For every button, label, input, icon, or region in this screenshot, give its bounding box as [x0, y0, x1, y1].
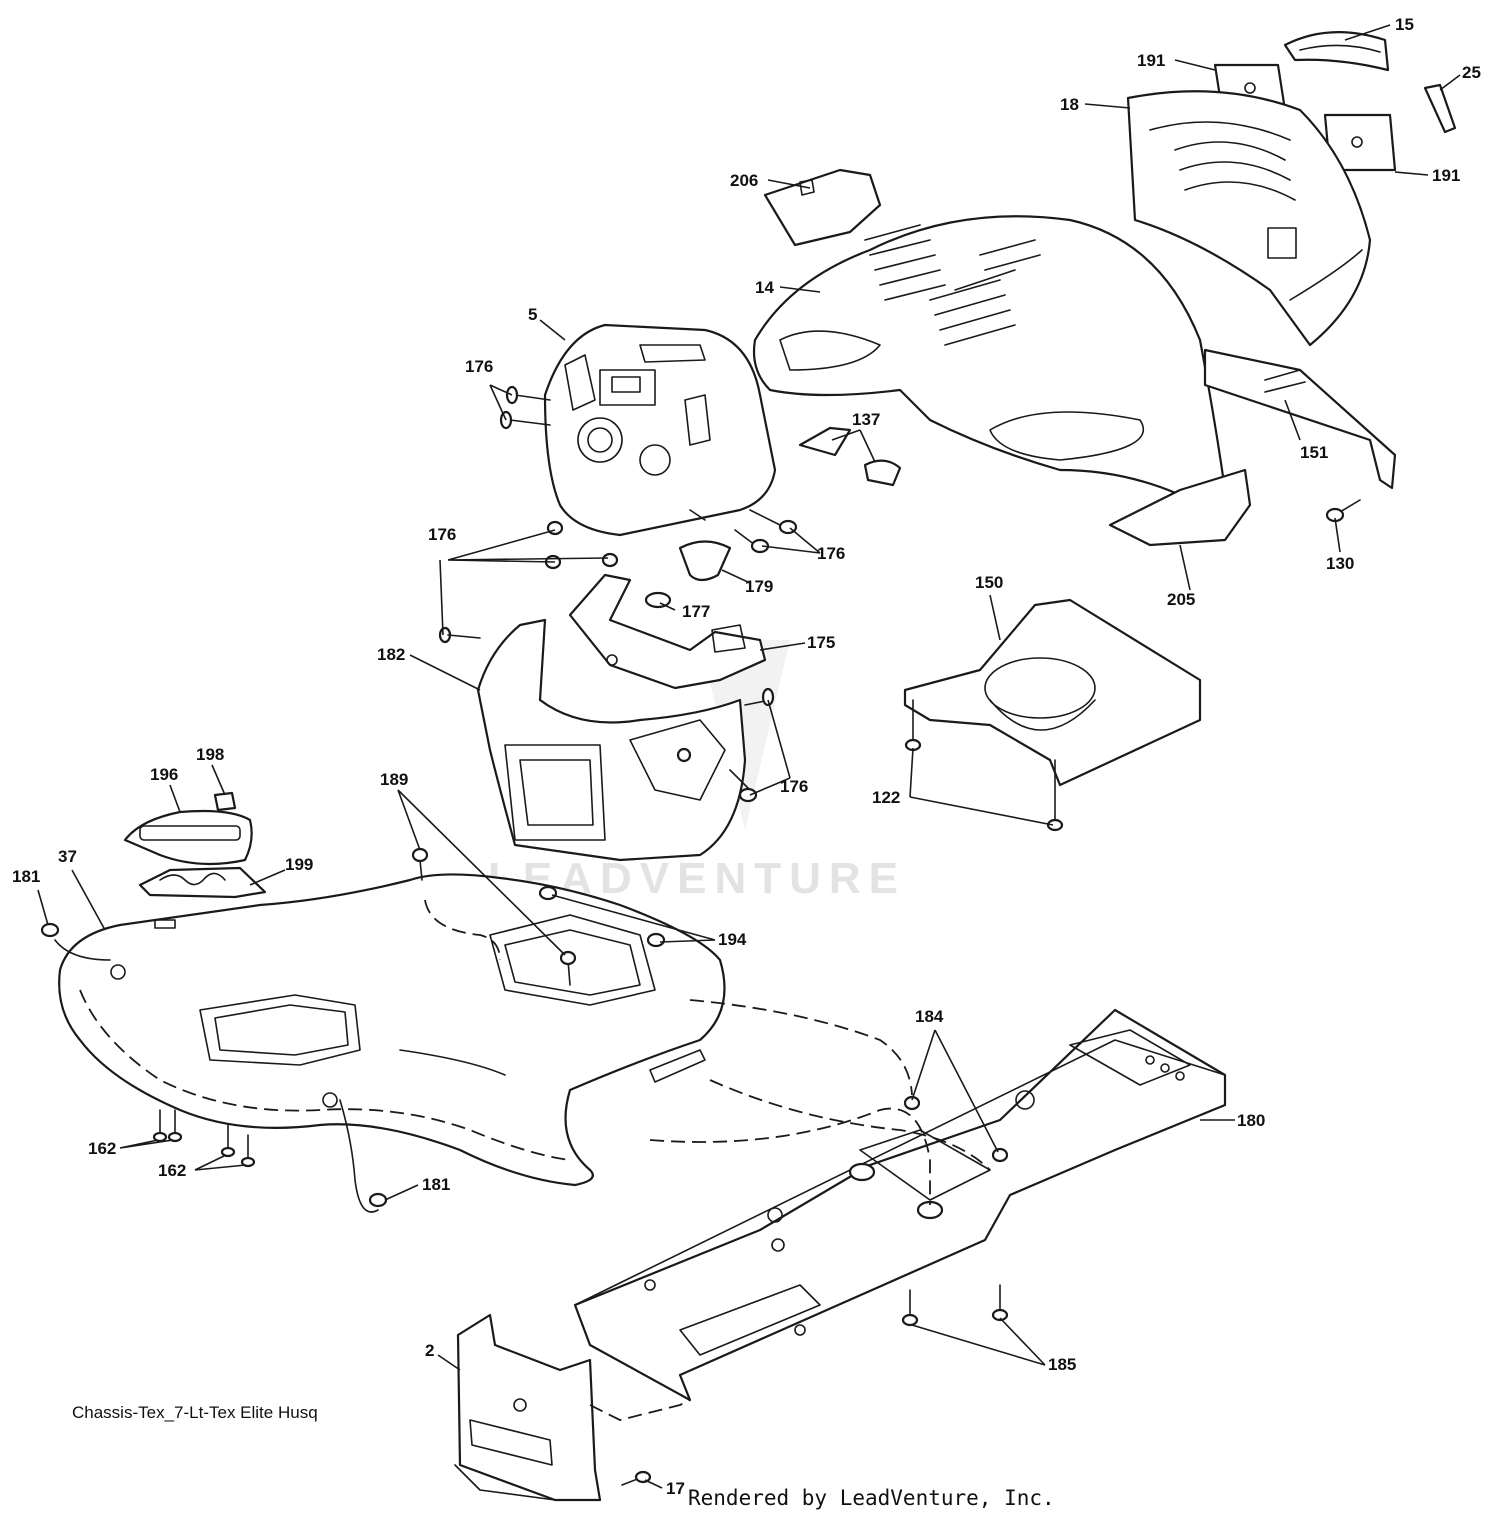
part-180-frame	[573, 1008, 1227, 1402]
label-17: 17	[666, 1479, 685, 1498]
part-205-cover	[1108, 468, 1252, 547]
part-14-hood	[752, 215, 1227, 512]
label-177: 177	[682, 602, 710, 621]
leader-lines	[37, 24, 1461, 1489]
part-17-screw	[621, 1470, 652, 1486]
hood-vents	[864, 224, 1041, 346]
part-25-clip	[1423, 83, 1457, 134]
part-181-clips	[40, 922, 388, 1213]
label-191-lower: 191	[1432, 166, 1460, 185]
part-5-dash	[543, 323, 777, 537]
label-162-upper: 162	[88, 1139, 116, 1158]
label-130: 130	[1326, 554, 1354, 573]
part-2-bracket	[454, 1313, 602, 1502]
label-206: 206	[730, 171, 758, 190]
label-198: 198	[196, 745, 224, 764]
watermark-logo	[700, 640, 790, 830]
label-5: 5	[528, 305, 537, 324]
label-176-left: 176	[428, 525, 456, 544]
part-151-bracket	[1203, 348, 1397, 490]
label-181-bottom: 181	[422, 1175, 450, 1194]
label-199: 199	[285, 855, 313, 874]
part-176-bolts-lower	[676, 687, 775, 803]
part-196-plate	[123, 809, 253, 866]
part-18-grille	[1126, 90, 1372, 347]
label-175: 175	[807, 633, 835, 652]
label-179: 179	[745, 577, 773, 596]
label-180: 180	[1237, 1111, 1265, 1130]
label-176-right: 176	[817, 544, 845, 563]
part-194-nuts	[538, 885, 666, 948]
label-15: 15	[1395, 15, 1414, 34]
part-175-bracket	[568, 573, 767, 690]
label-122: 122	[872, 788, 900, 807]
label-184: 184	[915, 1007, 944, 1026]
part-185-bolts	[901, 1284, 1009, 1327]
label-191-upper: 191	[1137, 51, 1165, 70]
label-205: 205	[1167, 590, 1195, 609]
label-25: 25	[1462, 63, 1481, 82]
label-137: 137	[852, 410, 880, 429]
part-199-plate	[138, 866, 267, 899]
part-150-cover	[903, 598, 1202, 787]
wiring-dashed	[424, 899, 991, 1421]
label-18: 18	[1060, 95, 1079, 114]
label-176-dash: 176	[465, 357, 493, 376]
label-194: 194	[718, 930, 747, 949]
rendered-by-footer: Rendered by LeadVenture, Inc.	[688, 1486, 1055, 1510]
part-177-clip	[644, 591, 672, 609]
label-176-lower: 176	[780, 777, 808, 796]
label-37: 37	[58, 847, 77, 866]
label-162-lower: 162	[158, 1161, 186, 1180]
part-15-lens	[1283, 31, 1390, 72]
callout-labels: 15 191 25 18 191 206 14 5 176 137 151 17…	[12, 15, 1481, 1498]
label-182: 182	[377, 645, 405, 664]
part-184-nuts	[903, 1095, 1009, 1163]
label-181-top: 181	[12, 867, 40, 886]
diagram-caption: Chassis-Tex_7-Lt-Tex Elite Husq	[72, 1403, 318, 1422]
part-162-screws	[152, 1109, 256, 1168]
label-150: 150	[975, 573, 1003, 592]
part-37-footpan	[58, 873, 726, 1187]
label-189: 189	[380, 770, 408, 789]
part-179-cup	[678, 540, 732, 582]
part-206-cover	[763, 168, 882, 247]
part-182-dash-panel	[476, 618, 747, 862]
part-130-screw	[1325, 499, 1361, 523]
label-14: 14	[755, 278, 774, 297]
label-185: 185	[1048, 1355, 1076, 1374]
part-137-grommets	[798, 426, 902, 487]
label-2: 2	[425, 1341, 434, 1360]
part-198-clip	[213, 791, 237, 812]
part-122-screws	[904, 699, 1064, 832]
label-151: 151	[1300, 443, 1328, 462]
label-196: 196	[150, 765, 178, 784]
part-189-bolts	[411, 847, 577, 986]
